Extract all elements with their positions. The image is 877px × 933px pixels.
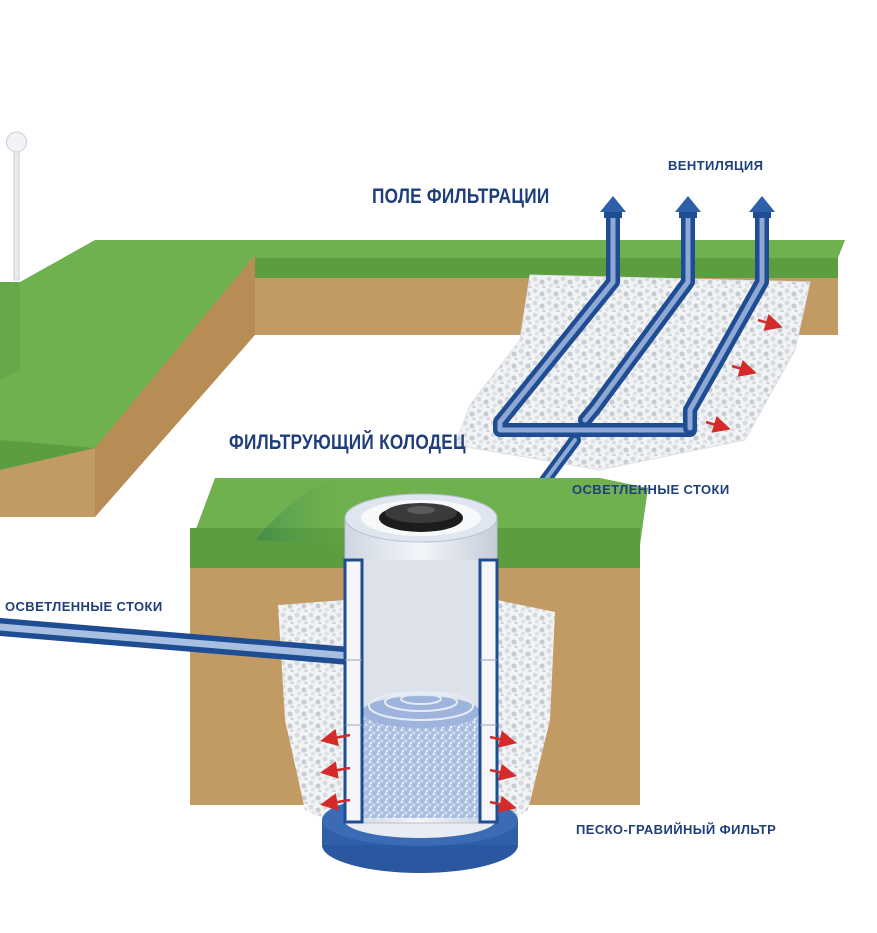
well-outflow-arrows (320, 728, 517, 813)
vent-cap-3 (749, 196, 775, 218)
filter-well-body (343, 493, 499, 824)
drain-pipes (484, 208, 769, 561)
excavation-shadow (255, 478, 345, 545)
vent-cap-1 (600, 196, 626, 218)
label-filtration-field: ПОЛЕ ФИЛЬТРАЦИИ (372, 185, 550, 208)
label-clarified-effluent-left: ОСВЕТЛЕННЫЕ СТОКИ (5, 599, 163, 614)
label-sand-gravel-filter: ПЕСКО-ГРАВИЙНЫЙ ФИЛЬТР (576, 822, 777, 837)
label-ventilation: ВЕНТИЛЯЦИЯ (668, 158, 764, 173)
label-clarified-effluent-right: ОСВЕТЛЕННЫЕ СТОКИ (572, 482, 730, 497)
label-filter-well: ФИЛЬТРУЮЩИЙ КОЛОДЕЦ (229, 431, 466, 454)
ground-marker-post (6, 131, 27, 281)
vent-cap-2 (675, 196, 701, 218)
left-ground-block (0, 240, 255, 517)
well-lid (379, 503, 463, 532)
field-outflow-arrows (705, 314, 783, 433)
